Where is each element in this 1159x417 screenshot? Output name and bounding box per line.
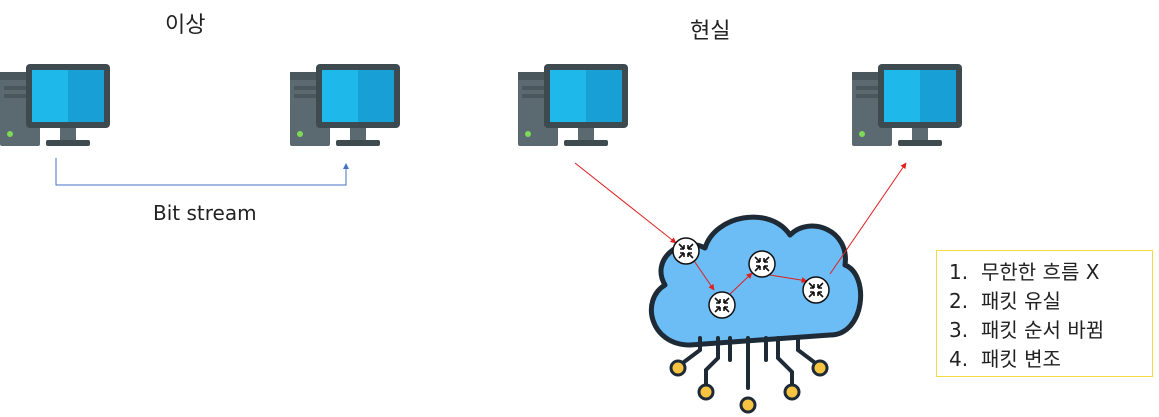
router-icon: [672, 237, 700, 265]
desktop-computer-icon: [290, 64, 400, 146]
problem-item: 2.패킷 유실: [949, 289, 1061, 313]
problem-item: 1.무한한 흐름 X: [949, 260, 1100, 284]
router-icon: [708, 291, 736, 319]
packet-path: [769, 274, 808, 284]
router-icon: [748, 250, 776, 278]
problem-item: 3.패킷 순서 바뀜: [949, 318, 1105, 342]
real-title: 현실: [690, 19, 731, 44]
bit-stream-link: [55, 158, 349, 186]
cloud-network-icon: [648, 214, 864, 414]
bit-stream-label: Bit stream: [153, 201, 257, 225]
packet-path: [574, 162, 677, 244]
router-icon: [802, 276, 830, 304]
desktop-computer-icon: [518, 64, 628, 146]
desktop-computer-icon: [0, 64, 110, 146]
packet-path: [829, 162, 907, 275]
desktop-computer-icon: [852, 64, 962, 146]
packet-path: [727, 272, 753, 297]
ideal-title: 이상: [165, 13, 206, 38]
problems-box: 1.무한한 흐름 X 2.패킷 유실 3.패킷 순서 바뀜 4.패킷 변조: [936, 250, 1153, 377]
problem-item: 4.패킷 변조: [949, 347, 1061, 371]
